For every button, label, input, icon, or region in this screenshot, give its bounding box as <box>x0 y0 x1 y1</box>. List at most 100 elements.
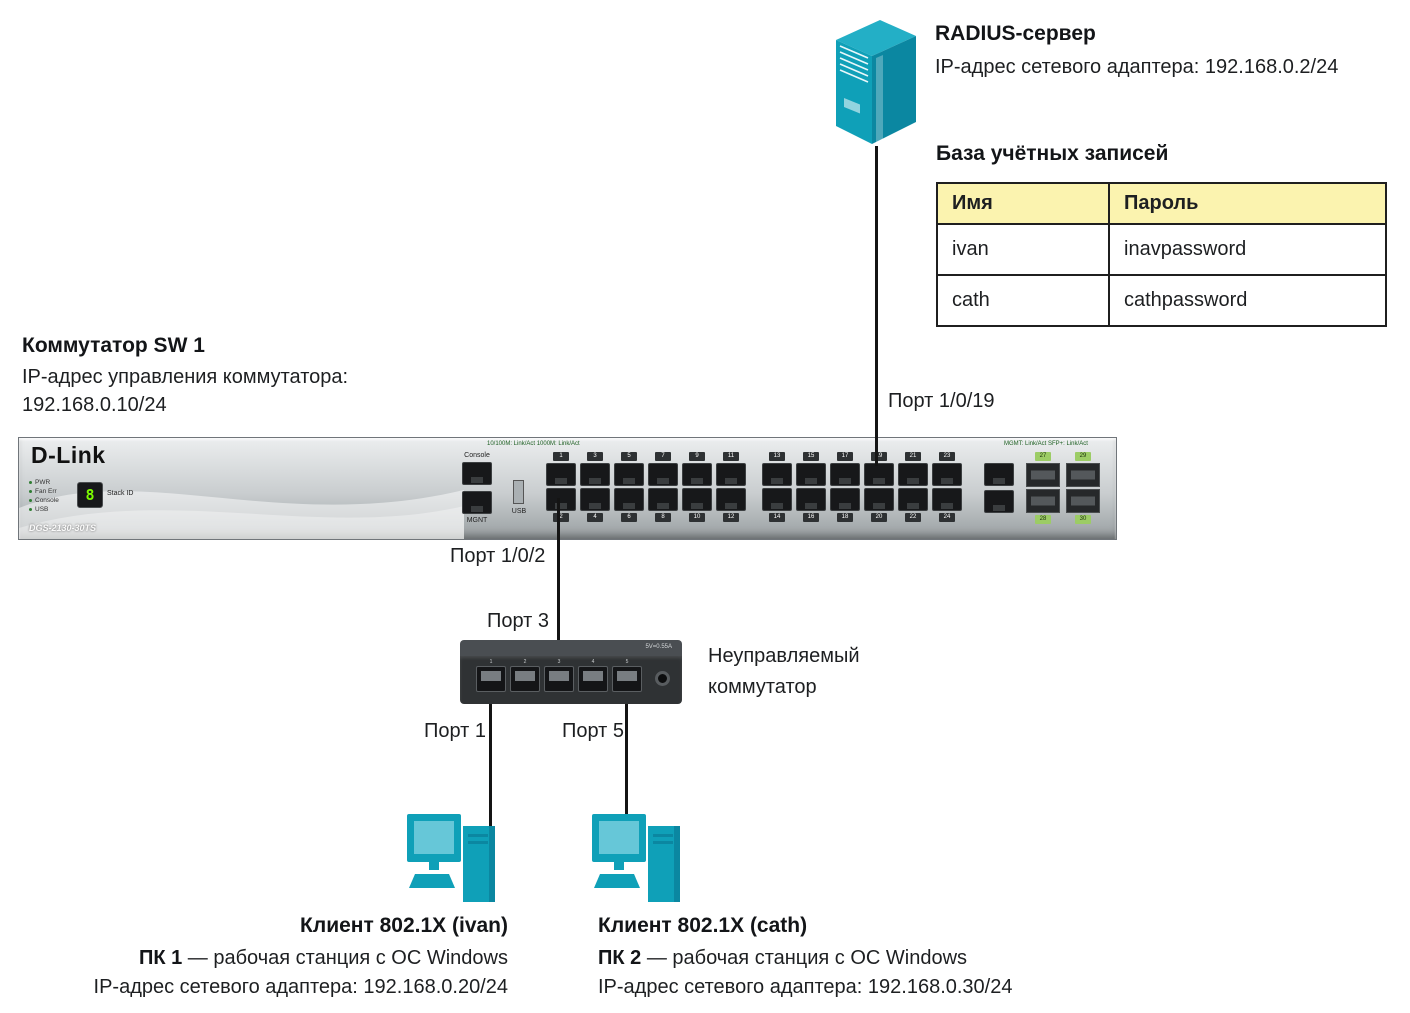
rj45-port <box>614 488 644 511</box>
unm-rj45-port <box>612 666 642 692</box>
stack-id-display: 8 <box>77 482 103 508</box>
rj45-port <box>830 463 860 486</box>
client1-title: Клиент 802.1X (ivan) <box>300 914 508 937</box>
switch-model-label: DGS-2130-30TS <box>29 523 97 533</box>
client2-pc-text: — рабочая станция с ОС Windows <box>641 947 968 969</box>
port-number-label: 13 <box>769 452 785 461</box>
combo-port <box>984 463 1014 486</box>
port-number-label: 21 <box>905 452 921 461</box>
accounts-table-title: База учётных записей <box>936 142 1169 165</box>
unm-port-column: 4 <box>578 659 608 692</box>
sfp-cage <box>1026 489 1060 513</box>
unm-rj45-port <box>476 666 506 692</box>
rj45-port <box>580 488 610 511</box>
sfp-number-label: 28 <box>1035 515 1051 524</box>
rj45-port <box>648 488 678 511</box>
unm-port-number: 3 <box>557 659 561 665</box>
mgmt-port-label: MGNT <box>466 517 488 524</box>
radius-server-title: RADIUS-сервер <box>935 22 1096 45</box>
led-legend-right: MGMT: Link/Act SFP+: Link/Act <box>1004 441 1088 447</box>
led-dot <box>29 481 32 484</box>
port-number-label: 8 <box>655 513 671 522</box>
led-label: Console <box>35 497 59 504</box>
table-header-row: Имя Пароль <box>936 182 1387 225</box>
port-number-label: 23 <box>939 452 955 461</box>
port-number-label: 4 <box>587 513 603 522</box>
column-header-password: Пароль <box>1108 182 1387 225</box>
rj45-port <box>546 488 576 511</box>
unm-port-number: 4 <box>591 659 595 665</box>
power-rating-label: 5V=0.55A <box>645 644 672 650</box>
port-number-label: 6 <box>621 513 637 522</box>
sfp-cage <box>1026 463 1060 487</box>
rj45-port <box>898 463 928 486</box>
client2-title: Клиент 802.1X (cath) <box>598 914 808 937</box>
port-number-label: 18 <box>837 513 853 522</box>
rj45-port <box>716 463 746 486</box>
client2-ip: IP-адрес сетевого адаптера: 192.168.0.30… <box>598 976 1013 998</box>
port-number-label: 2 <box>553 513 569 522</box>
sw1-subtitle: IP-адрес управления коммутатора: <box>22 366 349 388</box>
rj45-port <box>898 488 928 511</box>
sfp-cage <box>1066 489 1100 513</box>
port-number-label: 11 <box>723 452 739 461</box>
led-dot <box>29 490 32 493</box>
client1-description: ПК 1 — рабочая станция с ОС Windows <box>0 944 508 973</box>
rj45-port <box>796 488 826 511</box>
led-label: Fan Err <box>35 488 57 495</box>
cable-unmanaged-to-pc2 <box>625 660 628 845</box>
rj45-port <box>830 488 860 511</box>
client1-ip: IP-адрес сетевого адаптера: 192.168.0.20… <box>93 976 508 998</box>
rj45-port <box>864 488 894 511</box>
port-number-label: 24 <box>939 513 955 522</box>
sfp-number-label: 27 <box>1035 452 1051 461</box>
client2-caption: Клиент 802.1X (cath) ПК 2 — рабочая стан… <box>598 914 1118 1002</box>
dlink-logo: D-Link <box>31 442 106 468</box>
pc1-icon <box>407 814 495 902</box>
console-port-label: Console <box>464 452 490 459</box>
port-number-label: 19 <box>871 452 887 461</box>
port-number-label: 10 <box>689 513 705 522</box>
led-row: USB <box>29 505 59 514</box>
unmanaged-switch-top: 5V=0.55A <box>460 640 682 656</box>
rj45-port <box>614 463 644 486</box>
rj45-port <box>580 463 610 486</box>
rj45-port <box>932 463 962 486</box>
rj45-port <box>796 463 826 486</box>
mgmt-port <box>462 491 492 514</box>
client1-caption: Клиент 802.1X (ivan) ПК 1 — рабочая стан… <box>0 914 508 1002</box>
unm-port-column: 1 <box>476 659 506 692</box>
unm-rj45-port <box>544 666 574 692</box>
port-number-label: 20 <box>871 513 887 522</box>
port-column: 9 10 <box>682 452 712 522</box>
led-legend-left: 10/100M: Link/Act 1000M: Link/Act <box>487 441 580 447</box>
unm-port-number: 2 <box>523 659 527 665</box>
port-number-label: 5 <box>621 452 637 461</box>
port-number-label: 17 <box>837 452 853 461</box>
led-label: USB <box>35 506 49 513</box>
port-number-label: 9 <box>689 452 705 461</box>
rj45-port <box>648 463 678 486</box>
led-dot <box>29 499 32 502</box>
sfp-column: 27 28 <box>1026 452 1060 524</box>
rj45-port <box>762 463 792 486</box>
cell-password: inavpassword <box>1108 223 1387 276</box>
port-number-label: 14 <box>769 513 785 522</box>
unm-port-column: 2 <box>510 659 540 692</box>
unm-rj45-port <box>510 666 540 692</box>
table-row: cath cathpassword <box>936 274 1387 327</box>
rj45-port <box>682 463 712 486</box>
